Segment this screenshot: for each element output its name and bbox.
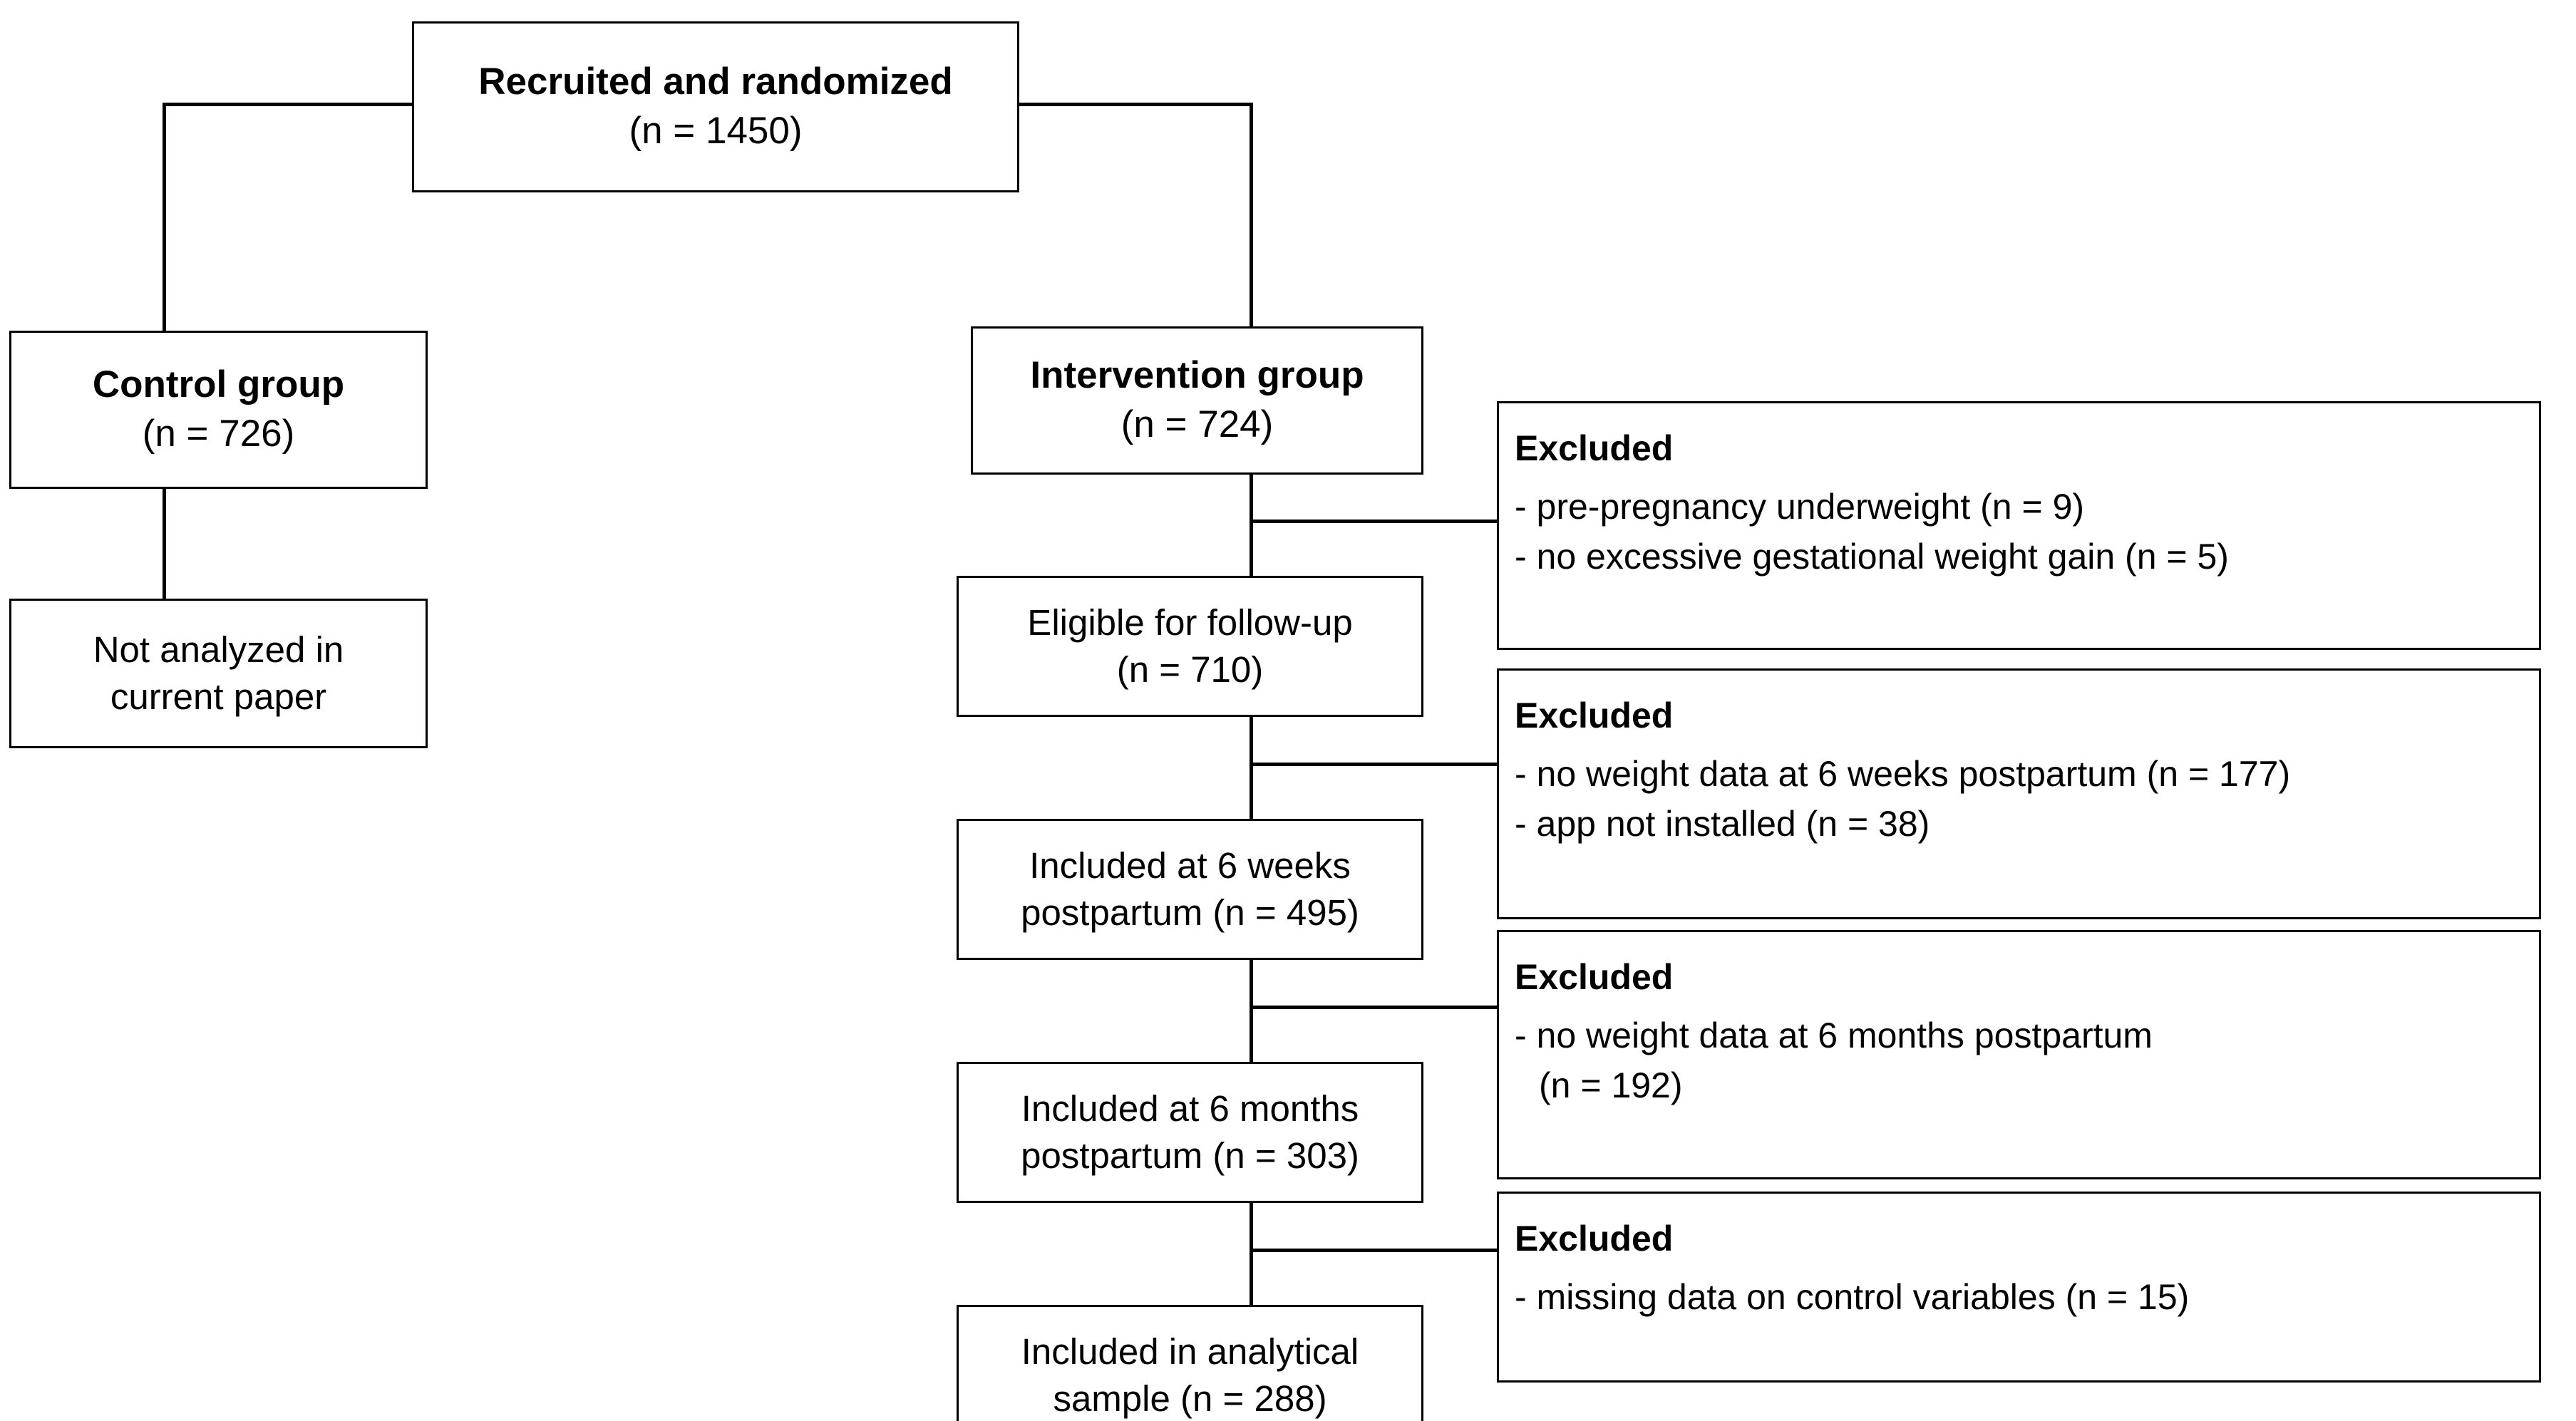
node-recruited-title: Recruited and randomized bbox=[478, 61, 953, 103]
connector-to-exclusion-3 bbox=[1250, 1006, 1499, 1009]
node-excluded-4: Excluded - missing data on control varia… bbox=[1497, 1192, 2541, 1383]
connector-to-control-group bbox=[163, 103, 166, 332]
node-recruited-and-randomized: Recruited and randomized (n = 1450) bbox=[412, 21, 1019, 192]
node-included-6-months-line1: Included at 6 months bbox=[1021, 1087, 1359, 1129]
connector-split-left bbox=[163, 103, 413, 106]
node-not-analyzed-line1: Not analyzed in bbox=[93, 629, 344, 670]
connector-eligible-to-included6w bbox=[1250, 715, 1253, 822]
excluded-3-reason-1: - no weight data at 6 months postpartum bbox=[1515, 1016, 2153, 1055]
node-included-6-months: Included at 6 months postpartum (n = 303… bbox=[957, 1062, 1423, 1203]
connector-intervention-to-eligible bbox=[1250, 472, 1253, 579]
node-control-group: Control group (n = 726) bbox=[9, 331, 428, 489]
node-excluded-2: Excluded - no weight data at 6 weeks pos… bbox=[1497, 668, 2541, 919]
node-not-analyzed: Not analyzed in current paper bbox=[9, 599, 428, 748]
node-recruited-count: (n = 1450) bbox=[629, 110, 803, 152]
excluded-4-reason-1: - missing data on control variables (n =… bbox=[1515, 1277, 2190, 1317]
connector-to-intervention-group bbox=[1250, 103, 1253, 327]
excluded-3-reason-2: (n = 192) bbox=[1539, 1065, 1683, 1105]
node-analytical-sample-line1: Included in analytical bbox=[1021, 1330, 1359, 1372]
node-included-6-weeks: Included at 6 weeks postpartum (n = 495) bbox=[957, 819, 1423, 960]
node-intervention-group: Intervention group (n = 724) bbox=[971, 326, 1423, 475]
node-intervention-group-count: (n = 724) bbox=[1120, 403, 1274, 445]
node-eligible-for-follow-up: Eligible for follow-up (n = 710) bbox=[957, 576, 1423, 717]
node-analytical-sample: Included in analytical sample (n = 288) bbox=[957, 1305, 1423, 1421]
node-included-6-months-line2: postpartum (n = 303) bbox=[1021, 1135, 1359, 1176]
excluded-1-reason-2: - no excessive gestational weight gain (… bbox=[1515, 537, 2229, 577]
node-excluded-3: Excluded - no weight data at 6 months po… bbox=[1497, 930, 2541, 1179]
node-excluded-1: Excluded - pre-pregnancy underweight (n … bbox=[1497, 401, 2541, 650]
excluded-1-reason-1: - pre-pregnancy underweight (n = 9) bbox=[1515, 487, 2085, 527]
node-analytical-sample-line2: sample (n = 288) bbox=[1053, 1378, 1327, 1419]
connector-included6m-to-analytical bbox=[1250, 1202, 1253, 1308]
node-included-6-weeks-line2: postpartum (n = 495) bbox=[1021, 892, 1359, 933]
connector-to-exclusion-2 bbox=[1250, 763, 1499, 766]
excluded-2-reason-2: - app not installed (n = 38) bbox=[1515, 804, 1930, 844]
connector-included6w-to-included6m bbox=[1250, 958, 1253, 1065]
node-not-analyzed-line2: current paper bbox=[110, 676, 327, 717]
node-eligible-line2: (n = 710) bbox=[1116, 649, 1264, 690]
node-eligible-line1: Eligible for follow-up bbox=[1027, 601, 1353, 643]
connector-control-to-not-analyzed bbox=[163, 489, 166, 599]
node-control-group-count: (n = 726) bbox=[142, 413, 295, 455]
node-control-group-title: Control group bbox=[92, 363, 345, 406]
excluded-2-reason-1: - no weight data at 6 weeks postpartum (… bbox=[1515, 754, 2291, 794]
connector-split-right bbox=[1016, 103, 1253, 106]
excluded-1-title: Excluded bbox=[1515, 428, 1674, 468]
excluded-4-title: Excluded bbox=[1515, 1219, 1674, 1259]
connector-to-exclusion-1 bbox=[1250, 520, 1499, 523]
node-included-6-weeks-line1: Included at 6 weeks bbox=[1029, 844, 1351, 886]
excluded-2-title: Excluded bbox=[1515, 696, 1674, 735]
connector-to-exclusion-4 bbox=[1250, 1249, 1499, 1252]
node-intervention-group-title: Intervention group bbox=[1030, 354, 1364, 397]
excluded-3-title: Excluded bbox=[1515, 957, 1674, 997]
